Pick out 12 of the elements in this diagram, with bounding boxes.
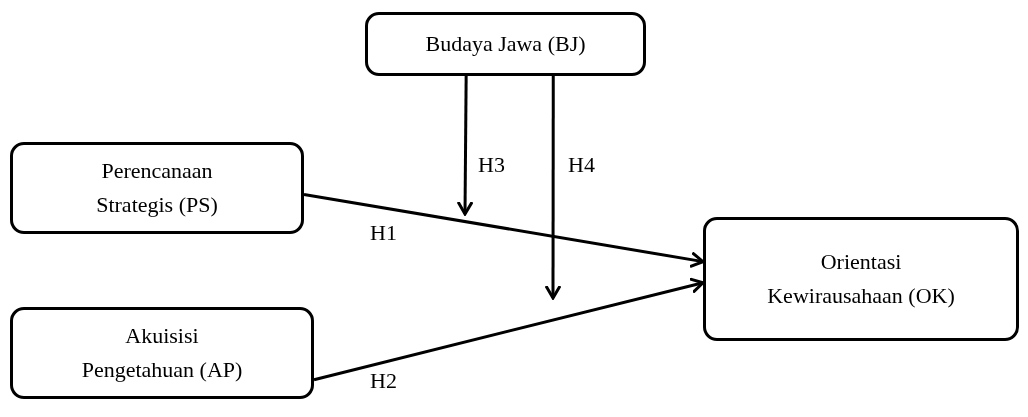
variable-box (10, 142, 304, 234)
variable-label: Orientasi Kewirausahaan (OK) (766, 248, 956, 310)
variable-label: Budaya Jawa (BJ) (425, 30, 586, 58)
variable-label: Akuisisi Pengetahuan (AP) (80, 322, 244, 384)
arrow (544, 76, 562, 300)
arrow (313, 277, 705, 382)
variable-label: Perencanaan Strategis (PS) (95, 157, 219, 219)
variable-box (703, 217, 1019, 341)
arrow (303, 192, 705, 269)
arrow (456, 76, 474, 216)
variable-box (365, 12, 646, 76)
variable-box (10, 307, 314, 399)
